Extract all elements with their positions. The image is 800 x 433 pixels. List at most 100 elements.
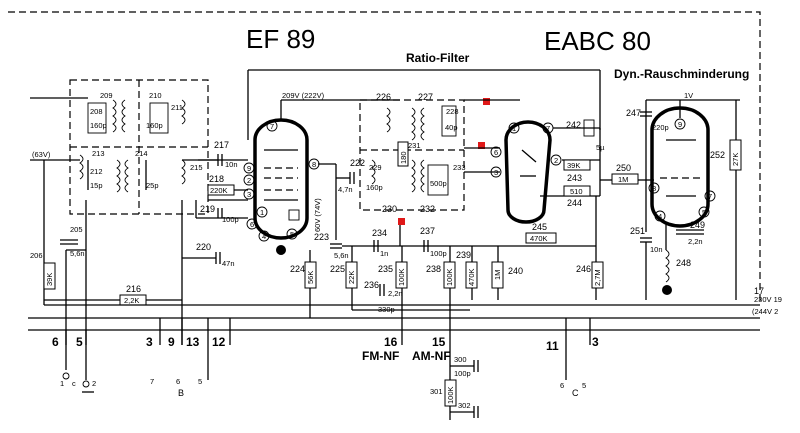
label-243v: 39K — [567, 161, 580, 170]
label-247: 247 — [626, 108, 641, 118]
label-234v: 1n — [380, 249, 388, 258]
test-point-b — [478, 142, 485, 149]
label-252v: 27K — [731, 153, 740, 166]
pin-triode-8: 8 — [652, 184, 656, 193]
label-229v: 160p — [366, 183, 383, 192]
label-237: 237 — [420, 226, 435, 236]
label-239v: 470K — [467, 268, 476, 286]
eabc80-diode — [504, 120, 552, 224]
label-301v: 100K — [446, 386, 455, 404]
label-243: 243 — [567, 173, 582, 183]
terminal-6: 6 — [52, 335, 59, 349]
pin-ef89-2: 2 — [247, 176, 251, 185]
label-223v: 5,6n — [334, 251, 349, 260]
label-233: 233 — [453, 163, 466, 172]
label-330p: 330p — [378, 305, 395, 314]
test-point-a — [483, 98, 490, 105]
term-1: 1 — [60, 379, 64, 388]
label-225v: 22K — [347, 271, 356, 284]
am-nf-label: AM-NF — [412, 349, 451, 363]
test-point-c — [398, 218, 405, 225]
label-231: 231 — [408, 141, 421, 150]
terminal-15: 15 — [432, 335, 446, 349]
terminal-16: 16 — [384, 335, 398, 349]
terminal-9: 9 — [168, 335, 175, 349]
label-229: 229 — [369, 163, 382, 172]
label-209: 209 — [100, 91, 113, 100]
pin-ef89-3: 3 — [247, 190, 251, 199]
label-250v: 1M — [618, 175, 628, 184]
label-223: 223 — [314, 232, 329, 242]
supply-244v: (244V 2 — [752, 307, 778, 316]
label-240v: 1M — [493, 270, 502, 280]
pin-ef89-7: 7 — [270, 122, 274, 131]
pin-ef89-4: 4 — [262, 232, 266, 241]
pin-triode-4: 4 — [658, 212, 662, 221]
label-222v: 4,7n — [338, 185, 353, 194]
pin-ef89-9: 9 — [247, 164, 251, 173]
pin-eabc-7: 7 — [546, 124, 550, 133]
label-224: 224 — [290, 264, 305, 274]
label-228v: 40p — [445, 123, 458, 132]
label-208: 208 — [90, 107, 103, 116]
label-216: 216 — [126, 284, 141, 294]
label-231v: 180 — [399, 151, 408, 164]
label-246v: 2,7M — [593, 269, 602, 286]
label-222: 222 — [350, 158, 365, 168]
label-219v: 100p — [222, 215, 239, 224]
terminal-5: 5 — [76, 335, 83, 349]
label-244: 244 — [567, 198, 582, 208]
label-248: 248 — [676, 258, 691, 268]
label-211: 211 — [171, 103, 183, 112]
terminal-12: 12 — [212, 335, 226, 349]
pin-ef89-5: 5 — [290, 230, 294, 239]
ratio-filter-box — [359, 99, 465, 211]
label-205: 205 — [70, 225, 83, 234]
label-218v: 220K — [210, 186, 228, 195]
term-b: B — [178, 388, 184, 398]
pin-ef89-8: 8 — [312, 160, 316, 169]
label-214v: 25p — [146, 181, 159, 190]
terminal-17: 17 — [754, 286, 764, 296]
label-212v: 15p — [90, 181, 103, 190]
label-225: 225 — [330, 264, 345, 274]
voltage-1v: 1V — [684, 91, 693, 100]
label-217: 217 — [214, 140, 229, 150]
label-230: 230 — [382, 204, 397, 214]
label-216v: 2,2K — [124, 296, 139, 305]
label-206v: 39K — [45, 273, 54, 286]
label-208v: 160p — [90, 121, 107, 130]
label-249v: 2,2n — [688, 237, 703, 246]
label-212: 212 — [90, 167, 103, 176]
label-214: 214 — [135, 149, 148, 158]
tube-title-eabc80: EABC 80 — [544, 26, 651, 56]
label-218: 218 — [209, 174, 224, 184]
label-210: 210 — [149, 91, 162, 100]
label-250: 250 — [616, 163, 631, 173]
terminal-3: 3 — [146, 335, 153, 349]
term-6b: 6 — [560, 381, 564, 390]
label-245: 245 — [532, 222, 547, 232]
label-228: 228 — [446, 107, 459, 116]
supply-230v: 230V 19 — [754, 295, 782, 304]
voltage-60v: 60V (74V) — [313, 198, 322, 232]
tube-title-ef89: EF 89 — [246, 24, 315, 54]
terminal-11: 11 — [546, 339, 559, 353]
label-252: 252 — [710, 150, 725, 160]
label-244v: 510 — [570, 187, 583, 196]
terminal-3b: 3 — [592, 335, 599, 349]
pin-ef89-1: 1 — [260, 208, 264, 217]
label-300: 300 — [454, 355, 467, 364]
label-236v: 2,2n — [388, 289, 403, 298]
term-c2: C — [572, 388, 579, 398]
label-246: 246 — [576, 264, 591, 274]
term-2: 2 — [92, 379, 96, 388]
term-7: 7 — [150, 377, 154, 386]
label-242: 242 — [566, 120, 581, 130]
pin-triode-5: 5 — [702, 208, 706, 217]
label-210v: 160p — [146, 121, 163, 130]
label-235: 235 — [378, 264, 393, 274]
pin-triode-9: 9 — [678, 120, 682, 129]
label-213: 213 — [92, 149, 105, 158]
